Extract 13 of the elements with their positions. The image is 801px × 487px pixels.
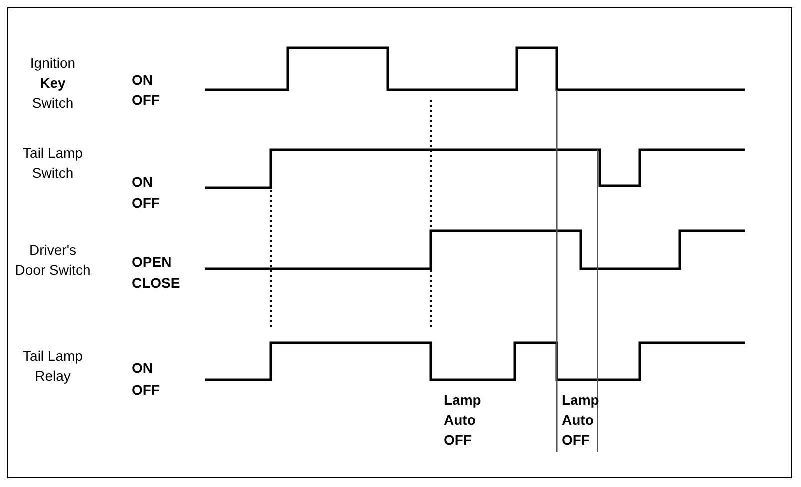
signal-name: Ignition Key Switch [29, 54, 77, 113]
state-label: OPEN [132, 253, 173, 272]
state-label: ON [132, 359, 154, 378]
signal-name: Driver's Door Switch [15, 241, 91, 280]
annotation: Lamp Auto OFF [444, 391, 482, 450]
state-label: OFF [132, 194, 161, 213]
state-label: ON [132, 173, 154, 192]
state-label: ON [132, 71, 154, 90]
signal-name: Tail Lamp Switch [22, 144, 84, 183]
state-label: OFF [132, 381, 161, 400]
state-label: CLOSE [132, 274, 182, 293]
state-label: OFF [132, 91, 161, 110]
signal-name: Tail Lamp Relay [22, 347, 84, 386]
